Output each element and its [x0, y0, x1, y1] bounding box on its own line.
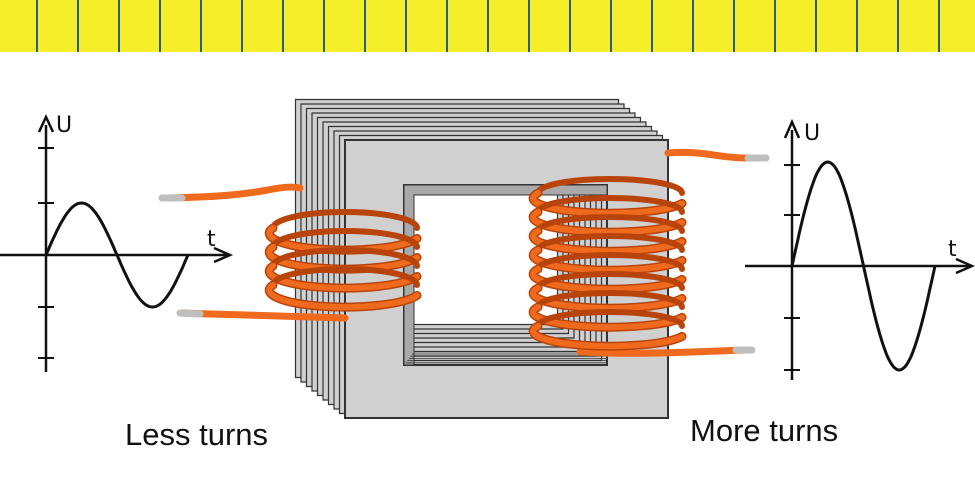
coil-turn-back	[535, 195, 685, 215]
secondary-turns	[528, 176, 687, 351]
secondary-sine-wave	[790, 160, 937, 372]
top-banner	[0, 0, 975, 52]
primary-sine-wave	[44, 201, 190, 309]
primary-y-arrow	[37, 114, 55, 133]
coil-turn-back	[535, 233, 685, 253]
coil-turn-back	[535, 271, 685, 291]
primary-turns	[264, 209, 422, 312]
banner-lines	[36, 0, 940, 52]
primary-output-terminal	[176, 309, 204, 318]
coil-turn-back	[535, 252, 685, 272]
coil-turn-back	[270, 247, 420, 269]
coil-turn-back	[535, 309, 685, 329]
secondary-voltage-graph: U t	[745, 118, 975, 380]
coil-turn-back	[535, 214, 685, 234]
coil-turn-back	[535, 290, 685, 310]
coil-turn-back	[270, 228, 420, 250]
primary-input-lead	[164, 183, 304, 202]
primary-x-label: t	[207, 227, 216, 252]
primary-x-arrow	[213, 246, 234, 264]
core-window-inner	[403, 184, 608, 366]
coil-turn-front	[530, 190, 685, 217]
coil-turn-back	[535, 176, 685, 196]
primary-voltage-graph: U t	[0, 113, 234, 372]
coil-turn-front	[266, 263, 420, 292]
coil-turn-front	[530, 209, 685, 236]
secondary-y-arrow	[783, 118, 801, 139]
coil-turn-front	[530, 228, 685, 255]
coil-turn-front	[530, 266, 685, 293]
primary-coil	[158, 183, 422, 322]
coil-turn-front	[530, 285, 685, 312]
secondary-y-label: U	[804, 121, 820, 146]
secondary-caption: More turns	[690, 413, 839, 448]
secondary-coil	[528, 148, 770, 357]
primary-caption: Less turns	[125, 417, 269, 452]
coil-turn-front	[266, 282, 420, 311]
primary-y-label: U	[56, 113, 72, 138]
coil-turn-back	[270, 209, 420, 231]
secondary-return-lead	[576, 346, 749, 357]
window-lamination-lines	[405, 351, 607, 364]
coil-turn-front	[530, 304, 685, 331]
coil-turn-front	[530, 247, 685, 274]
coil-turn-back	[270, 266, 420, 288]
coil-turn-front	[530, 323, 685, 350]
secondary-x-label: t	[948, 237, 957, 262]
secondary-x-arrow	[955, 257, 975, 275]
laminated-iron-core	[294, 98, 669, 419]
